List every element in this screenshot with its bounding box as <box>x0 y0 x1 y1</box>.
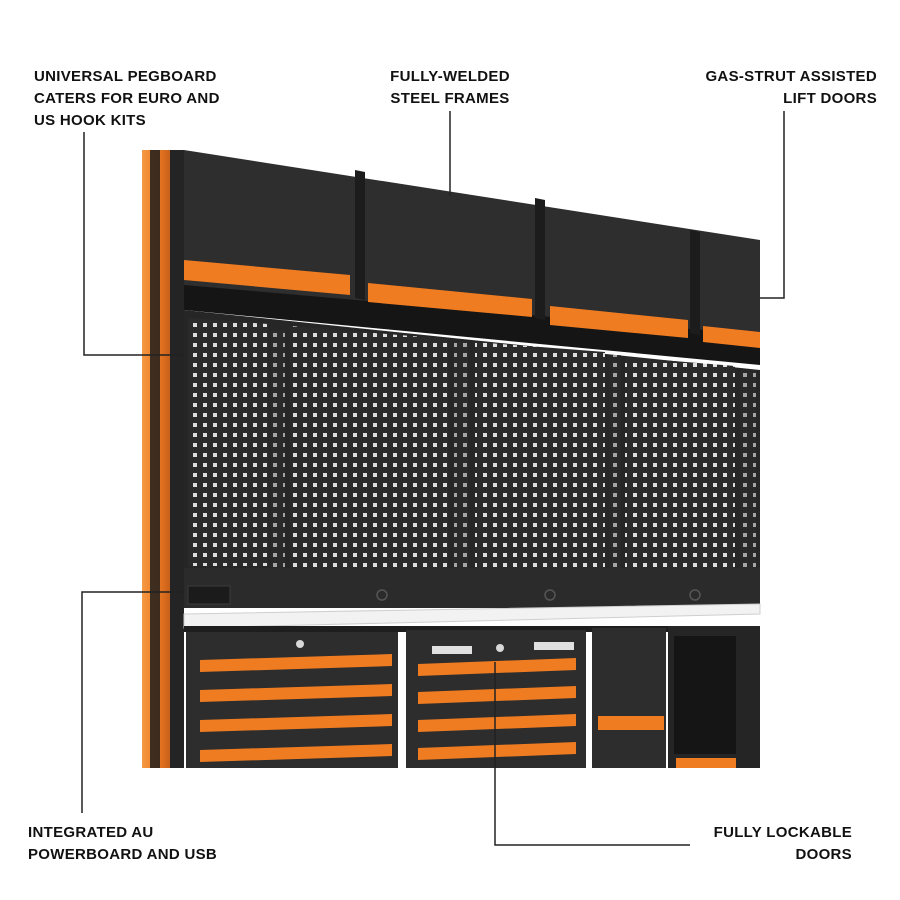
drawer-front <box>200 714 392 732</box>
drawer-front <box>418 658 576 676</box>
powerboard-socket <box>689 589 701 601</box>
callout-frames: FULLY-WELDED STEEL FRAMES <box>370 66 530 110</box>
door-handle <box>676 758 736 768</box>
powerboard-socket <box>376 589 388 601</box>
upper-cabinet-shadow <box>184 285 760 365</box>
callout-line: UNIVERSAL PEGBOARD <box>34 68 217 85</box>
bench-top-edge <box>184 626 760 632</box>
callout-line: LIFT DOORS <box>783 90 877 107</box>
door-handle <box>598 716 664 730</box>
side-frame-edge <box>170 150 184 768</box>
powerboard-outlet-panel <box>187 585 231 605</box>
drawer-lock <box>296 640 304 648</box>
drawer-front <box>200 654 392 672</box>
callout-line: CATERS FOR EURO AND <box>34 90 220 107</box>
callout-powerboard: INTEGRATED AU POWERBOARD AND USB <box>28 822 217 866</box>
pegboard-strip <box>740 370 756 568</box>
lift-door-handle <box>368 283 532 317</box>
callout-line: STEEL FRAMES <box>390 90 510 107</box>
callout-line: GAS-STRUT ASSISTED <box>705 68 877 85</box>
drawer-front <box>200 684 392 702</box>
drawer-front <box>418 686 576 704</box>
pegboard-panel <box>475 342 605 568</box>
drawer-front <box>418 714 576 732</box>
callout-lockable: FULLY LOCKABLE DOORS <box>714 822 852 866</box>
lift-door-handle <box>550 306 688 338</box>
drawer-front <box>200 744 392 762</box>
pegboard-panel <box>188 318 268 566</box>
leader-line-pegboard <box>83 132 184 356</box>
callout-line: FULLY LOCKABLE <box>713 824 852 841</box>
door-cabinet-right <box>592 628 666 768</box>
pegboard-strip <box>609 355 621 568</box>
pegboard-strip <box>454 342 468 568</box>
pegboard-panel <box>290 326 448 568</box>
powerboard-socket <box>544 589 556 601</box>
lift-door-handle <box>703 326 760 348</box>
drawer-grip <box>534 642 574 650</box>
callout-lift-doors: GAS-STRUT ASSISTED LIFT DOORS <box>705 66 877 110</box>
callout-line: FULLY-WELDED <box>390 68 510 85</box>
open-cabinet-cavity <box>674 636 736 754</box>
callout-line: POWERBOARD AND USB <box>28 846 218 863</box>
callout-pegboard: UNIVERSAL PEGBOARD CATERS FOR EURO AND U… <box>34 66 220 132</box>
leader-line-lift-doors <box>760 111 785 299</box>
leader-line-powerboard <box>81 591 184 813</box>
upper-door-divider <box>355 170 365 300</box>
callout-line: DOORS <box>795 846 852 863</box>
callout-line: INTEGRATED AU <box>28 824 154 841</box>
drawer-lock <box>496 644 504 652</box>
lift-door-handle <box>184 260 350 295</box>
upper-door-divider <box>690 230 700 335</box>
drawer-front <box>418 742 576 760</box>
bench-top-surface <box>183 603 761 629</box>
pegboard-panel <box>625 357 735 568</box>
callout-line: US HOOK KITS <box>34 112 146 129</box>
pegboard-strip <box>271 330 285 568</box>
leader-line-lockable <box>494 662 690 846</box>
side-frame-inner <box>150 150 160 768</box>
drawer-grip <box>432 646 472 654</box>
upper-door-divider <box>535 198 545 320</box>
powerboard-rail <box>184 568 760 608</box>
